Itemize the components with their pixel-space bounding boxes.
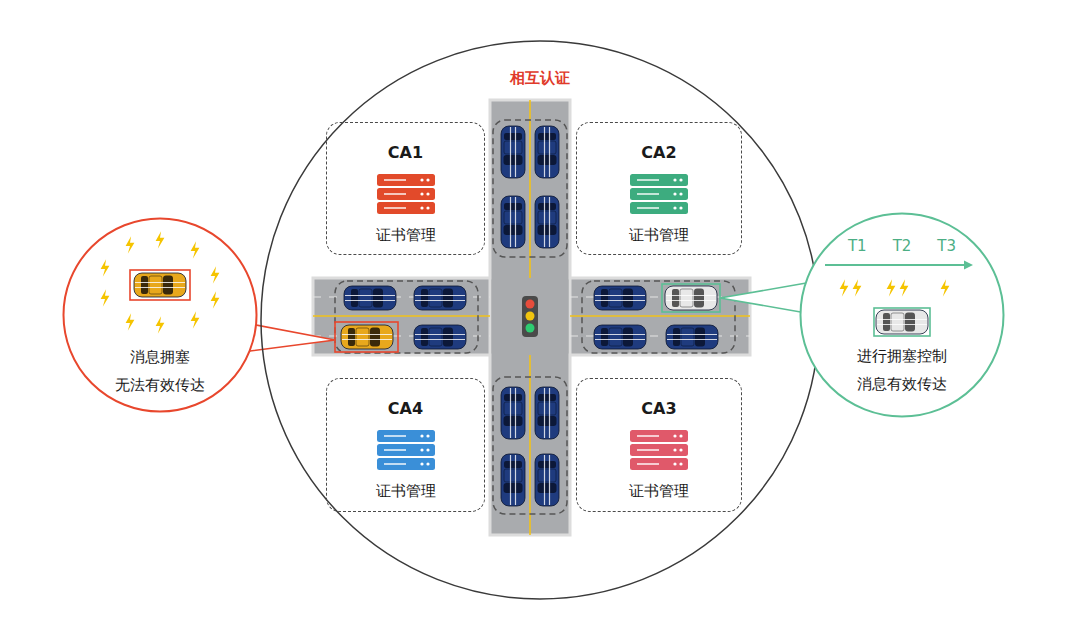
server-icon bbox=[376, 173, 436, 215]
controlled-car bbox=[665, 286, 717, 310]
ca-label: CA2 bbox=[641, 143, 676, 163]
car bbox=[666, 325, 718, 349]
signal-bolt bbox=[101, 289, 110, 307]
controlled-car bbox=[876, 310, 928, 334]
horizontal-road bbox=[313, 278, 750, 355]
ca-box: CA4 证书管理 bbox=[326, 378, 485, 512]
car bbox=[535, 196, 559, 248]
car bbox=[535, 387, 559, 439]
signal-bolt bbox=[191, 241, 200, 259]
ca-label: CA1 bbox=[388, 143, 423, 163]
car bbox=[414, 325, 466, 349]
time-row: T1 T2 T3 bbox=[799, 237, 1005, 255]
signal-bolt bbox=[126, 236, 135, 254]
circle-outline bbox=[260, 40, 820, 600]
vertical-road bbox=[490, 100, 570, 535]
ca-caption: 证书管理 bbox=[629, 225, 689, 245]
ca-box: CA2 证书管理 bbox=[576, 122, 742, 255]
highlight-box bbox=[874, 308, 930, 336]
ca-label: CA3 bbox=[641, 399, 676, 419]
callout-text: 消息拥塞 无法有效传达 bbox=[104, 343, 216, 399]
system-circle: 相互认证 CA1 证书管理 CA2 证书管理 CA4 证书管理 CA3 证书管理 bbox=[260, 40, 820, 600]
highlight-box bbox=[335, 322, 398, 352]
ca-box: CA3 证书管理 bbox=[576, 378, 742, 512]
car bbox=[501, 387, 525, 439]
signal-bolt bbox=[211, 266, 220, 284]
signal-bolt bbox=[853, 279, 862, 297]
traffic-light bbox=[522, 296, 538, 337]
congested-car bbox=[341, 325, 393, 349]
signal-bolt bbox=[887, 279, 896, 297]
server-icon bbox=[629, 173, 689, 215]
car bbox=[535, 454, 559, 506]
time-arrow bbox=[825, 264, 967, 266]
signal-bolt bbox=[126, 313, 135, 331]
server-icon bbox=[376, 429, 436, 471]
ca-caption: 证书管理 bbox=[376, 225, 436, 245]
circle-title: 相互认证 bbox=[510, 68, 570, 88]
car bbox=[501, 196, 525, 248]
control-callout: T1 T2 T3 进行拥塞控制 消息有效传达 bbox=[799, 212, 1005, 418]
car bbox=[594, 286, 646, 310]
car-groups bbox=[335, 120, 735, 514]
signal-bolt bbox=[900, 279, 909, 297]
callout-body-wrap: 进行拥塞控制 消息有效传达 bbox=[799, 342, 1005, 398]
ca-caption: 证书管理 bbox=[376, 481, 436, 501]
ca-box: CA1 证书管理 bbox=[326, 122, 485, 255]
center-lines bbox=[313, 100, 750, 535]
time-label: T3 bbox=[937, 237, 956, 255]
car bbox=[594, 325, 646, 349]
signal-bolt bbox=[101, 259, 110, 277]
title-wrap: 相互认证 bbox=[260, 68, 820, 88]
intersection bbox=[492, 280, 569, 354]
time-label: T1 bbox=[848, 237, 867, 255]
cars bbox=[341, 126, 718, 506]
signal-bolt bbox=[156, 231, 165, 249]
signal-bolt bbox=[840, 279, 849, 297]
time-label: T2 bbox=[893, 237, 912, 255]
car bbox=[414, 286, 466, 310]
callout-tail bbox=[720, 282, 812, 314]
signal-bolt bbox=[941, 279, 950, 297]
signal-bolt bbox=[191, 311, 200, 329]
ca-label: CA4 bbox=[388, 399, 423, 419]
car bbox=[344, 286, 396, 310]
car bbox=[501, 454, 525, 506]
callout-text: 进行拥塞控制 消息有效传达 bbox=[846, 342, 958, 398]
server-icon bbox=[629, 429, 689, 471]
car bbox=[535, 126, 559, 178]
signal-bolt bbox=[211, 291, 220, 309]
congestion-callout: 消息拥塞 无法有效传达 bbox=[62, 217, 258, 413]
highlight-box bbox=[130, 270, 190, 300]
time-arrowhead bbox=[964, 261, 973, 270]
highlight-box bbox=[662, 284, 720, 312]
callout-body-wrap: 消息拥塞 无法有效传达 bbox=[62, 343, 258, 399]
car bbox=[501, 126, 525, 178]
ca-caption: 证书管理 bbox=[629, 481, 689, 501]
congested-car bbox=[134, 273, 186, 297]
signal-bolt bbox=[156, 316, 165, 334]
